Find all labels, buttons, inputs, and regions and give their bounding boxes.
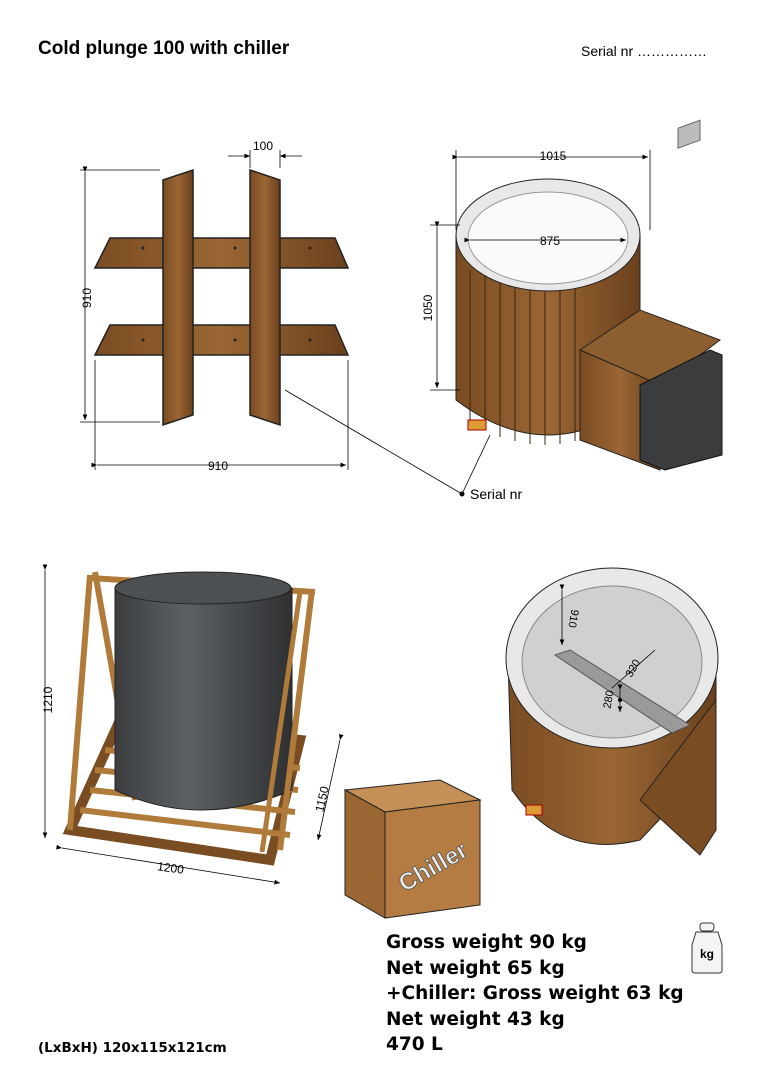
dim-width-label: 910 <box>208 459 228 473</box>
chiller-gross-weight: +Chiller: Gross weight 63 kg <box>386 983 684 1004</box>
base-grid-top-view: 910 910 100 <box>80 139 350 473</box>
weight-icon: kg <box>691 922 723 974</box>
page-title: Cold plunge 100 with chiller <box>38 38 290 59</box>
weight-specs: Gross weight 90 kg Net weight 65 kg +Chi… <box>386 930 684 1058</box>
chiller-net-weight: Net weight 43 kg <box>386 1008 565 1030</box>
weight-icon-label: kg <box>700 947 714 961</box>
board-vertical-2 <box>249 168 281 427</box>
board-vertical-1 <box>162 168 194 427</box>
package-dimensions: (LxBxH) 120x115x121cm <box>38 1040 227 1056</box>
serial-location-label: Serial nr <box>470 486 522 502</box>
dim-pack-width-label: 1150 <box>312 785 332 814</box>
chiller-box: Chiller <box>343 779 482 919</box>
volume: 470 L <box>386 1034 443 1055</box>
dim-board-label: 100 <box>253 139 273 153</box>
tub-with-chiller-view: 1015 875 1050 Serial nr <box>284 119 723 502</box>
dim-depth-label: 910 <box>565 608 580 628</box>
net-weight: Net weight 65 kg <box>386 957 565 979</box>
tub-interior-view: 910 320 280 <box>505 567 719 856</box>
dim-tub-height-label: 1050 <box>421 294 435 321</box>
dim-outer-label: 1015 <box>540 149 567 163</box>
dim-height-label: 910 <box>80 288 94 308</box>
gross-weight: Gross weight 90 kg <box>386 932 587 953</box>
dim-pack-length-label: 1200 <box>156 859 185 877</box>
packing-frame-view: 1210 1200 1150 <box>41 564 344 885</box>
dim-seat-height-label: 280 <box>602 689 617 709</box>
dim-pack-height-label: 1210 <box>41 686 55 713</box>
serial-number-field: Serial nr …………… <box>581 43 708 59</box>
board-horizontal-1 <box>93 237 350 269</box>
dim-inner-label: 875 <box>540 234 560 248</box>
